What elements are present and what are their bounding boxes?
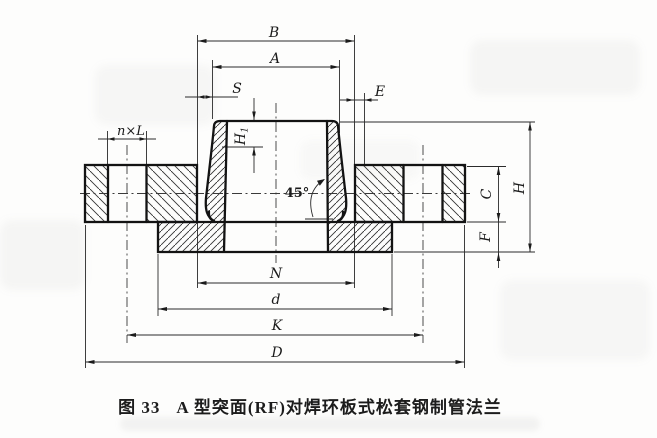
arrow-C-top (496, 166, 501, 175)
plate-section-right-outer (442, 165, 465, 222)
neck-outer-profile (204, 119, 348, 223)
dim-label-C: C (479, 188, 495, 199)
bore-wall-right (325, 119, 330, 253)
lap-ring-section-right (328, 222, 392, 252)
dimension-labels: B A S E n×L H1 45° C F H N d K D (117, 25, 528, 361)
plate-section-left-outer (85, 165, 108, 222)
neck-wall-right-section (327, 121, 347, 221)
arrow-nL-right (139, 137, 147, 141)
arrow-S-left (197, 95, 205, 99)
arrow-H-top (528, 122, 532, 131)
figure-caption-title: A 型突面(RF)对焊环板式松套钢制管法兰 (176, 398, 502, 417)
lap-ring-outline (156, 220, 394, 254)
bolt-hole-left-edges (106, 163, 148, 224)
dim-label-E: E (374, 84, 385, 100)
dim-label-K: K (271, 318, 284, 334)
neck-wall-left-section (205, 121, 227, 221)
arrow-B-left (197, 39, 207, 43)
arrowheads (85, 39, 532, 364)
arrow-K-right (414, 333, 423, 337)
arrow-D-right (455, 360, 465, 364)
figure-caption: 图 33 A 型突面(RF)对焊环板式松套钢制管法兰 (0, 393, 620, 418)
dim-label-B: B (268, 25, 279, 41)
part-outlines (83, 119, 467, 254)
weld-ring-hatching (158, 121, 392, 252)
arrow-A-left (212, 65, 222, 69)
arrow-d-left (158, 307, 167, 311)
arrow-H-bottom (528, 243, 532, 252)
arrow-N-left (197, 281, 207, 285)
arrow-N-right (345, 281, 355, 285)
arrow-D-left (85, 360, 95, 364)
bolt-hole-right-edges (402, 163, 444, 224)
arrow-45-leader (317, 179, 325, 186)
arrow-H1-top (252, 111, 256, 120)
arrow-d-right (383, 307, 392, 311)
dim-label-d: d (272, 292, 281, 308)
dim-label-n-x-L: n×L (117, 124, 145, 139)
dim-label-45-degrees: 45° (285, 186, 310, 201)
loose-plate-right-outline (353, 163, 467, 224)
arrow-F-bottom (496, 252, 501, 261)
arrow-E-right (364, 98, 372, 102)
extension-lines (85, 35, 535, 368)
lap-ring-section-left (158, 222, 224, 252)
arrow-H1-bottom (252, 147, 256, 156)
dim-label-N: N (269, 266, 283, 282)
arrow-C-bottom (496, 213, 501, 222)
ext-lines-d (157, 254, 393, 316)
dim-label-D: D (270, 345, 282, 361)
angle-arc-45 (310, 179, 325, 218)
ext-lines-bolt-hole (107, 131, 147, 165)
dim-label-S: S (232, 81, 242, 97)
arrow-S-right (205, 95, 213, 99)
loose-plate-left-outline (83, 163, 199, 224)
neck-fillet-left (207, 210, 216, 223)
arrow-B-right (345, 39, 355, 43)
arrow-A-right (330, 65, 340, 69)
center-lines (80, 103, 470, 343)
figure-caption-number: 图 33 (118, 398, 161, 417)
arrow-nL-left (107, 137, 115, 141)
dim-label-F: F (478, 231, 494, 243)
arrow-K-left (127, 333, 136, 337)
dim-label-H1: H1 (233, 127, 251, 146)
dim-label-H1-main: H (233, 132, 249, 146)
dim-label-H1-subscript: 1 (240, 127, 251, 133)
dim-label-A: A (268, 51, 280, 67)
dim-label-H: H (512, 181, 528, 195)
neck-fillet-right (336, 210, 345, 223)
ext-lines-D (85, 225, 465, 368)
dimension-lines (85, 40, 531, 363)
arrow-E-left (346, 98, 354, 102)
bore-wall-left (222, 119, 229, 253)
